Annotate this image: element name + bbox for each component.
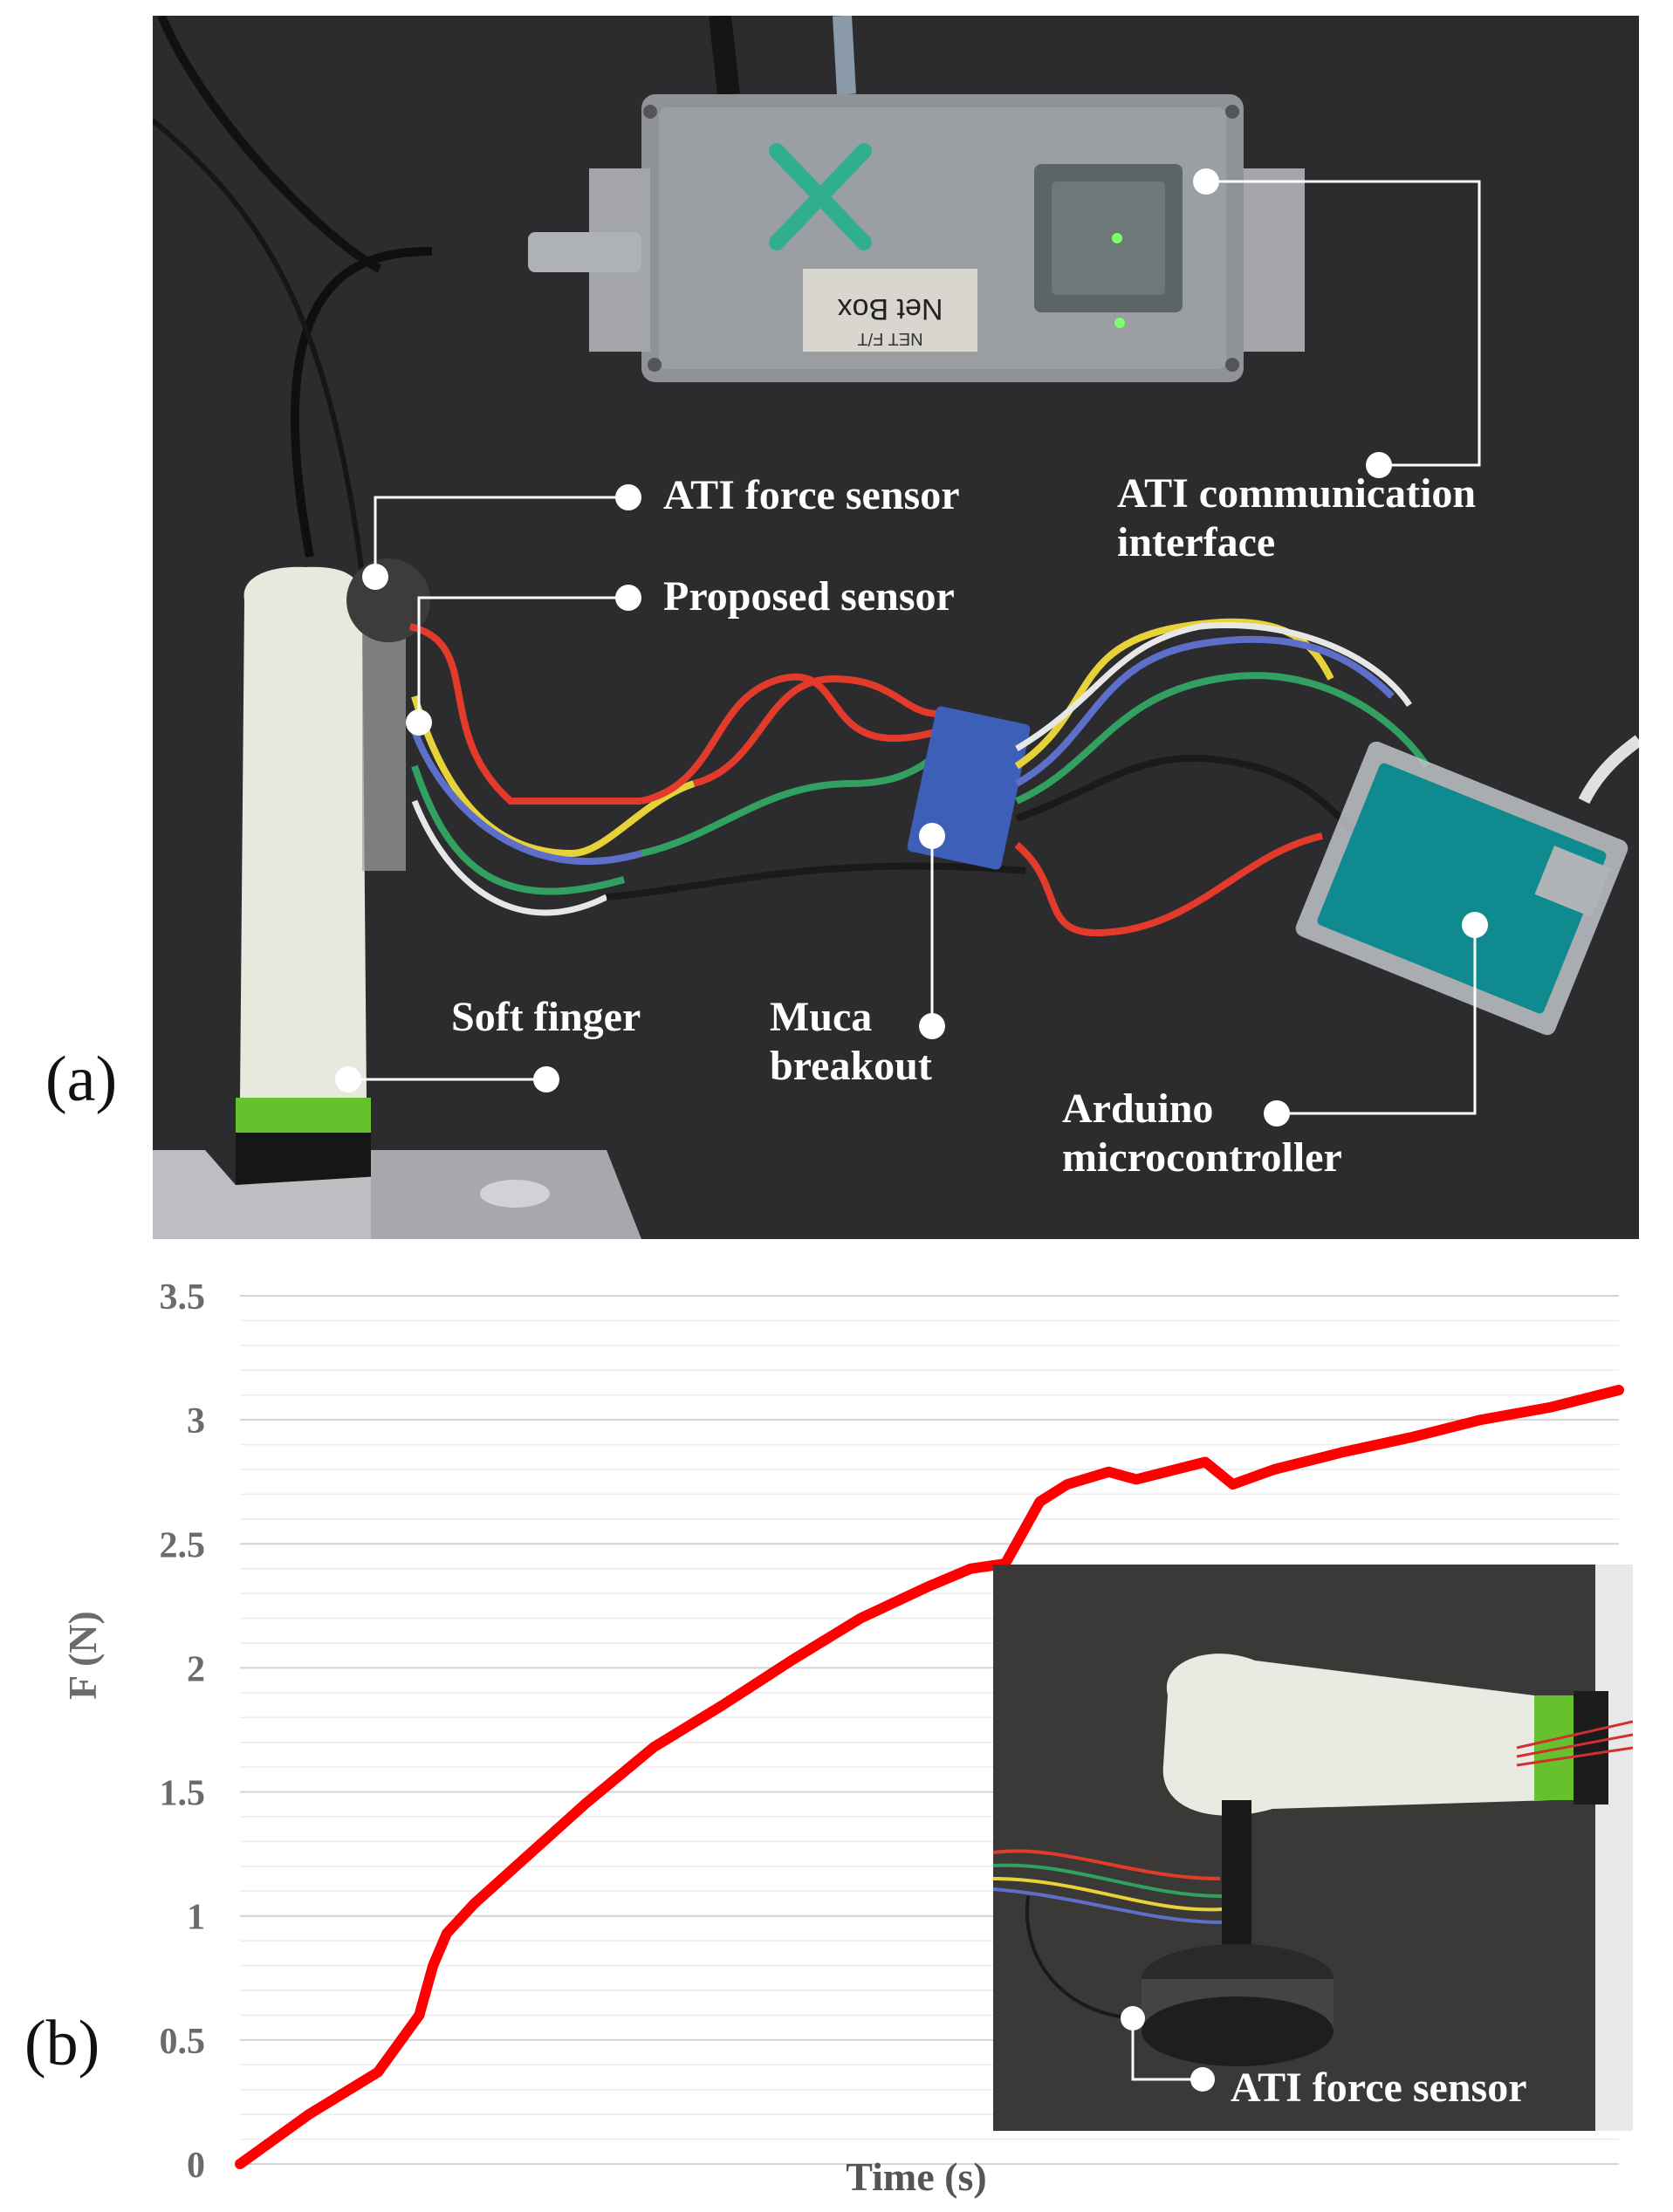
inset-callout-ati-force-sensor: ATI force sensor (1231, 2065, 1527, 2111)
y-tick-label: 2.5 (160, 1525, 206, 1565)
data-point (1035, 1496, 1045, 1506)
data-point (1063, 1480, 1072, 1490)
soft-finger-body (240, 566, 367, 1098)
data-point (415, 2010, 424, 2020)
data-point (1339, 1448, 1347, 1457)
x-axis-label: Time (s) (846, 2154, 986, 2199)
data-point (470, 1899, 479, 1908)
y-tick-label: 2 (187, 1649, 205, 1689)
data-point (1408, 1433, 1416, 1442)
data-point (1201, 1457, 1210, 1467)
data-point (1104, 1467, 1114, 1476)
data-point (442, 1928, 451, 1938)
chart-series-layer (235, 1385, 1624, 2169)
callout-ati-communication-interface: ATI communication interface (1117, 470, 1477, 565)
data-point (856, 1613, 865, 1623)
y-tick-label: 1 (187, 1898, 205, 1938)
data-point (718, 1701, 727, 1710)
setup-photo: Net Box NET F/T (153, 16, 1639, 1239)
data-point (511, 1861, 520, 1871)
data-point (1477, 1415, 1485, 1425)
callout-proposed-sensor: Proposed sensor (663, 573, 955, 620)
net-box-label: Net Box (838, 292, 943, 325)
data-point (580, 1799, 589, 1809)
data-point (1132, 1475, 1141, 1484)
y-tick-label: 1.5 (160, 1774, 206, 1814)
data-point (649, 1743, 658, 1752)
data-point (1546, 1402, 1554, 1412)
y-tick-label: 3.5 (160, 1277, 206, 1318)
callout-ati-force-sensor: ATI force sensor (663, 472, 960, 518)
y-tick-label: 0 (187, 2146, 205, 2186)
panel-a-letter: (a) (45, 1044, 118, 1115)
data-point (925, 1581, 934, 1591)
data-point (966, 1564, 976, 1573)
y-tick-label: 3 (187, 1401, 205, 1442)
data-point (1270, 1465, 1279, 1474)
series-line-force (235, 1385, 1624, 2169)
data-point (787, 1655, 796, 1665)
callout-arduino-microcontroller: Arduino microcontroller (1062, 1085, 1342, 1181)
data-point (374, 2067, 382, 2077)
panel-b-letter: (b) (24, 2008, 100, 2079)
data-point (236, 2160, 244, 2168)
data-point (1615, 1386, 1623, 1395)
inset-photo: ATI force sensor (993, 1565, 1633, 2131)
y-axis-label: F (N) (60, 1611, 105, 1700)
data-point (429, 1961, 438, 1970)
y-tick-labels: 0 0.5 1 1.5 2 2.5 3 3.5 (160, 1277, 206, 2186)
data-point (1228, 1480, 1238, 1490)
callout-soft-finger: Soft finger (451, 994, 641, 1040)
y-tick-label: 0.5 (160, 2022, 206, 2062)
arduino-board (1295, 741, 1628, 1036)
net-ft-label: NET F/T (857, 329, 922, 348)
callout-muca-breakout: Muca breakout (770, 994, 932, 1089)
data-point (305, 2110, 313, 2120)
